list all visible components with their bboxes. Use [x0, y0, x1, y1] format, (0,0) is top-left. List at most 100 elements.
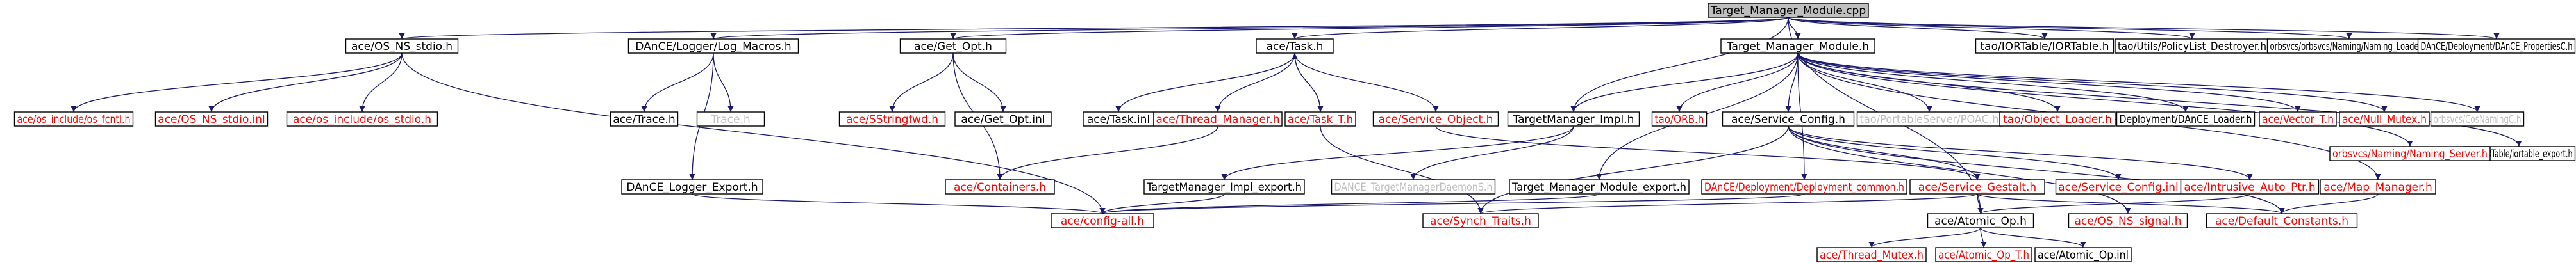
- graph-node-tmimpl[interactable]: TargetManager_Impl.h: [1507, 111, 1640, 127]
- graph-node-objload[interactable]: tao/Object_Loader.h: [1999, 111, 2116, 127]
- graph-node-intrus[interactable]: ace/Intrusive_Auto_Ptr.h: [2180, 179, 2320, 195]
- node-box: [2329, 146, 2491, 161]
- graph-node-naming[interactable]: orbsvcs/orbsvcs/Naming/Naming_Loader.h: [2266, 38, 2432, 54]
- graph-node-vector[interactable]: ace/Vector_T.h: [2259, 111, 2337, 127]
- graph-node-cosnam[interactable]: orbsvcs/CosNamingC.h: [2430, 111, 2525, 127]
- edge-n_svccfg-to-n_synch: [1477, 125, 1789, 214]
- graph-node-os-stdio[interactable]: ace/os_include/os_stdio.h: [286, 111, 438, 127]
- node-label: orbsvcs/orbsvcs/Naming/Naming_Loader.h: [2270, 40, 2429, 53]
- graph-node-poa[interactable]: tao/PortableServer/POAC.h: [1856, 111, 2002, 127]
- edge-n_task_t-to-n_synch: [1320, 125, 1484, 214]
- graph-node-daemon[interactable]: DANCE_TargetManagerDaemonS.h: [1331, 179, 1496, 195]
- graph-node-task[interactable]: ace/Task.h: [1256, 38, 1334, 54]
- edge-n_atomic-to-n_thrmtx: [1868, 227, 1981, 248]
- node-box: [13, 111, 134, 127]
- node-box: [2116, 111, 2256, 127]
- node-box: [2034, 247, 2132, 262]
- node-label: DAnCE/Deployment/Deployment_common.h: [1704, 181, 1904, 194]
- graph-node-sstring[interactable]: ace/SStringfwd.h: [838, 111, 946, 127]
- node-label: ace/Default_Constants.h: [2215, 215, 2348, 228]
- node-label: ace/Thread_Manager.h: [1156, 113, 1279, 126]
- graph-node-stdio-h[interactable]: ace/OS_NS_stdio.h: [345, 38, 459, 54]
- node-label: ace/Service_Config.h: [1731, 113, 1845, 126]
- node-box: [1331, 179, 1496, 195]
- graph-node-tmm-exp[interactable]: Target_Manager_Module_export.h: [1509, 179, 1690, 195]
- graph-node-policy[interactable]: tao/Utils/PolicyList_Destroyer.h: [2115, 38, 2270, 54]
- graph-node-trace1[interactable]: ace/Trace.h: [610, 111, 679, 127]
- graph-node-logmac[interactable]: DAnCE/Logger/Log_Macros.h: [627, 38, 799, 54]
- node-box: [627, 38, 799, 54]
- graph-node-tmm-h[interactable]: Target_Manager_Module.h: [1720, 38, 1875, 54]
- node-label: DAnCE_Logger_Export.h: [626, 181, 758, 194]
- graph-node-dload[interactable]: Deployment/DAnCE_Loader.h: [2116, 111, 2256, 127]
- node-box: [2259, 111, 2337, 127]
- node-label: ace/SStringfwd.h: [846, 113, 938, 126]
- graph-node-mapmgr[interactable]: ace/Map_Manager.h: [2320, 179, 2436, 195]
- graph-node-contain[interactable]: ace/Containers.h: [945, 179, 1055, 195]
- node-box: [1975, 38, 2115, 54]
- node-box: [2320, 179, 2436, 195]
- graph-node-task-inl[interactable]: ace/Task.inl: [1083, 111, 1154, 127]
- edge-n_intrus-to-n_atomic: [1977, 193, 2250, 214]
- graph-node-nullmtx[interactable]: ace/Null_Mutex.h: [2339, 111, 2430, 127]
- graph-node-root: Target_Manager_Module.cpp: [1708, 3, 1869, 18]
- node-box: [1720, 38, 1875, 54]
- graph-node-getopt-inl[interactable]: ace/Get_Opt.inl: [954, 111, 1052, 127]
- edge-n_tmm_h-to-n_poa: [1797, 52, 1932, 113]
- node-box: [2180, 179, 2320, 195]
- node-box: [1143, 179, 1305, 195]
- edge-n_atomic-to-n_atomic_t: [1980, 227, 1987, 248]
- graph-node-thrmtx[interactable]: ace/Thread_Mutex.h: [1816, 247, 1927, 262]
- node-box: [1909, 179, 2045, 195]
- graph-node-nameserv[interactable]: orbsvcs/Naming/Naming_Server.h: [2329, 146, 2491, 161]
- edge-n_tmm_h-to-n_vector: [1797, 52, 2301, 113]
- graph-node-atomic-t[interactable]: ace/Atomic_Op_T.h: [1935, 247, 2032, 262]
- graph-node-stdio-inl[interactable]: ace/OS_NS_stdio.inl: [154, 111, 269, 127]
- edge-n_tmm_exp-to-n_configall: [1099, 193, 1600, 214]
- node-label: ace/OS_NS_stdio.inl: [158, 113, 265, 126]
- node-box: [954, 111, 1052, 127]
- node-label: Target_Manager_Module.cpp: [1710, 4, 1866, 17]
- graph-node-props[interactable]: DAnCE/Deployment/DAnCE_PropertiesC.h: [2417, 38, 2576, 54]
- edge-n_logexp-to-n_configall: [692, 193, 1106, 214]
- node-label: Deployment/DAnCE_Loader.h: [2120, 113, 2252, 126]
- node-label: Target_Manager_Module.h: [1726, 40, 1869, 53]
- graph-node-trace2[interactable]: Trace.h: [696, 111, 765, 127]
- node-label: ace/os_include/os_stdio.h: [293, 113, 431, 126]
- graph-node-logexp[interactable]: DAnCE_Logger_Export.h: [621, 179, 763, 195]
- edge-n_getopt-to-n_getopt_inl: [952, 52, 1006, 113]
- node-label: ace/Containers.h: [954, 181, 1046, 194]
- graph-node-defconst[interactable]: ace/Default_Constants.h: [2206, 213, 2358, 228]
- node-label: ace/Thread_Mutex.h: [1820, 249, 1924, 262]
- edge-n_stdio_h-to-n_configall: [401, 52, 1106, 214]
- graph-node-iorexp[interactable]: tao/IORTable/iortable_export.h: [2462, 146, 2576, 161]
- edge-n_svccfg-to-n_intrus: [1788, 125, 2253, 180]
- node-label: ace/Vector_T.h: [2262, 113, 2334, 126]
- graph-node-orb[interactable]: tao/ORB.h: [1651, 111, 1708, 127]
- graph-node-thrmgr[interactable]: ace/Thread_Manager.h: [1153, 111, 1283, 127]
- node-label: ace/Service_Gestalt.h: [1918, 181, 2036, 194]
- graph-node-svcobj[interactable]: ace/Service_Object.h: [1372, 111, 1499, 127]
- node-box: [1372, 111, 1499, 127]
- graph-node-svccfg[interactable]: ace/Service_Config.h: [1722, 111, 1855, 127]
- node-label: tao/Object_Loader.h: [2003, 113, 2112, 126]
- node-box: [610, 111, 679, 127]
- graph-node-atomic[interactable]: ace/Atomic_Op.h: [1927, 213, 2034, 228]
- node-label: tao/Utils/PolicyList_Destroyer.h: [2118, 40, 2266, 53]
- graph-node-task-t[interactable]: ace/Task_T.h: [1284, 111, 1356, 127]
- graph-node-getopt[interactable]: ace/Get_Opt.h: [899, 38, 1007, 54]
- node-label: ace/Synch_Traits.h: [1430, 215, 1531, 228]
- graph-node-configall[interactable]: ace/config-all.h: [1051, 213, 1154, 228]
- graph-node-synch[interactable]: ace/Synch_Traits.h: [1422, 213, 1539, 228]
- edge-root-to-n_logmac: [711, 17, 1789, 40]
- graph-node-iortable[interactable]: tao/IORTable/IORTable.h: [1975, 38, 2115, 54]
- graph-node-tmimpl-exp[interactable]: TargetManager_Impl_export.h: [1143, 179, 1305, 195]
- graph-node-atomic-inl[interactable]: ace/Atomic_Op.inl: [2034, 247, 2132, 262]
- node-label: orbsvcs/Naming/Naming_Server.h: [2332, 148, 2488, 161]
- graph-node-depcommon[interactable]: DAnCE/Deployment/Deployment_common.h: [1701, 179, 1907, 195]
- graph-node-ossignal[interactable]: ace/OS_NS_signal.h: [2068, 213, 2188, 228]
- graph-node-svcgest[interactable]: ace/Service_Gestalt.h: [1909, 179, 2045, 195]
- graph-node-fcntl[interactable]: ace/os_include/os_fcntl.h: [13, 111, 134, 127]
- graph-node-svccfg-inl[interactable]: ace/Service_Config.inl: [2055, 179, 2182, 195]
- node-label: ace/Task_T.h: [1288, 113, 1353, 126]
